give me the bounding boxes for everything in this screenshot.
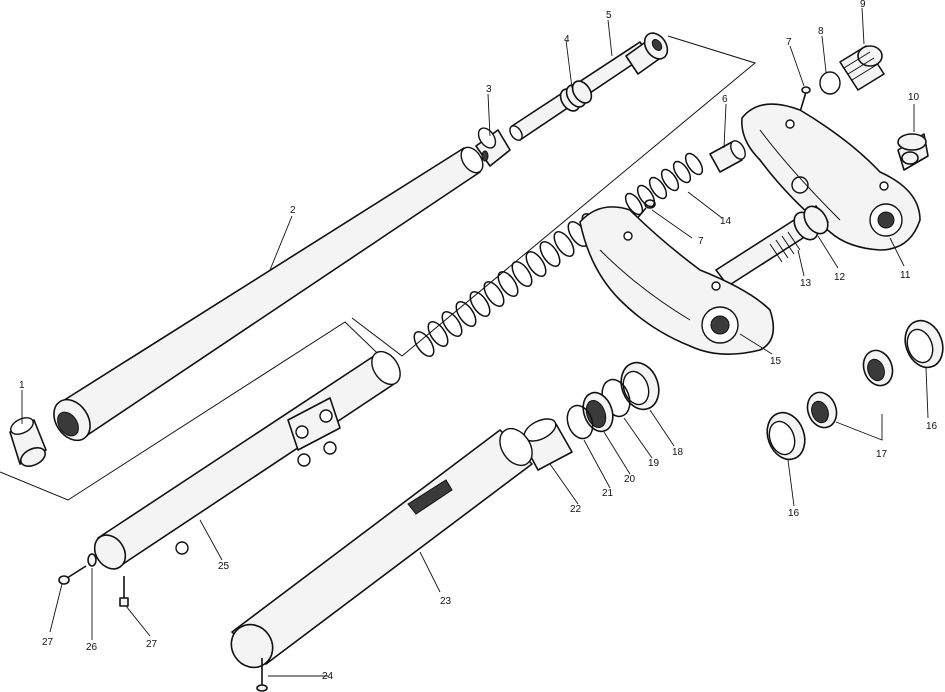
callout-17: 17 bbox=[876, 449, 888, 460]
stem-nut bbox=[793, 205, 829, 241]
clamp-screw-27 bbox=[58, 565, 87, 585]
clamp-screw-vertical bbox=[119, 576, 129, 607]
stem-threads bbox=[769, 231, 801, 263]
top-cap-nut bbox=[897, 133, 929, 171]
outer-fork-leg bbox=[230, 427, 533, 669]
callout-3: 3 bbox=[486, 84, 492, 95]
upper-plane-outline bbox=[351, 35, 757, 357]
callout-16-left: 16 bbox=[788, 508, 800, 519]
callout-13: 13 bbox=[800, 278, 812, 289]
lower-plane-outline bbox=[0, 321, 396, 501]
callout-15: 15 bbox=[770, 356, 782, 367]
callout-labels: 1 2 3 4 5 6 7 8 9 10 11 12 13 14 7 15 16… bbox=[19, 0, 938, 682]
callout-2: 2 bbox=[290, 205, 296, 216]
callout-12: 12 bbox=[834, 272, 846, 283]
slide-bushing bbox=[521, 418, 573, 471]
callout-24: 24 bbox=[322, 671, 334, 682]
callout-20: 20 bbox=[624, 474, 636, 485]
bearing-race-left bbox=[766, 411, 806, 461]
leader-lines bbox=[21, 7, 929, 677]
lower-triple-clamp bbox=[579, 206, 775, 355]
axle-pinch-bolt bbox=[256, 658, 268, 692]
short-spring bbox=[624, 152, 704, 216]
callout-9: 9 bbox=[860, 0, 866, 10]
callout-1: 1 bbox=[19, 380, 25, 391]
callout-7-upper: 7 bbox=[786, 37, 792, 48]
taper-bearing-lower bbox=[806, 391, 838, 429]
callout-27-right: 27 bbox=[146, 639, 158, 650]
rod-spacer-rings bbox=[559, 80, 593, 112]
callout-14: 14 bbox=[720, 216, 732, 227]
leg-lug bbox=[175, 541, 189, 555]
taper-bearing-upper bbox=[862, 349, 894, 387]
callout-10: 10 bbox=[908, 92, 920, 103]
inner-fork-leg bbox=[93, 350, 401, 570]
bearing-race-right bbox=[904, 319, 944, 369]
callout-16-right: 16 bbox=[926, 421, 938, 432]
tube-end-cap bbox=[9, 417, 47, 467]
callout-4: 4 bbox=[564, 34, 570, 45]
upper-fork-tube bbox=[53, 146, 484, 442]
main-fork-spring bbox=[413, 213, 603, 357]
callout-22: 22 bbox=[570, 504, 582, 515]
rod-top-cap bbox=[625, 32, 669, 75]
callout-21: 21 bbox=[602, 488, 614, 499]
steering-sleeve bbox=[709, 140, 746, 173]
oil-seal bbox=[582, 391, 614, 433]
seal-washer bbox=[566, 404, 594, 440]
callout-18: 18 bbox=[672, 447, 684, 458]
callout-27-left: 27 bbox=[42, 637, 54, 648]
callout-25: 25 bbox=[218, 561, 230, 572]
callout-19: 19 bbox=[648, 458, 660, 469]
steering-stem bbox=[715, 205, 829, 287]
callout-7-lower: 7 bbox=[698, 236, 704, 247]
preload-adjuster bbox=[839, 45, 885, 91]
upper-triple-clamp bbox=[741, 103, 921, 251]
callout-11: 11 bbox=[900, 270, 911, 281]
clamp-bolt-upper bbox=[789, 45, 811, 113]
lock-washer bbox=[87, 553, 97, 567]
damper-bushing bbox=[475, 127, 511, 167]
callout-23: 23 bbox=[440, 596, 452, 607]
dust-seal bbox=[620, 361, 660, 411]
callout-5: 5 bbox=[606, 10, 612, 21]
o-ring bbox=[819, 71, 841, 95]
damper-rod-assembly bbox=[509, 32, 669, 141]
callout-8: 8 bbox=[818, 26, 824, 37]
callout-26: 26 bbox=[86, 642, 98, 653]
brake-caliper-mount bbox=[287, 397, 341, 467]
callout-6: 6 bbox=[722, 94, 728, 105]
